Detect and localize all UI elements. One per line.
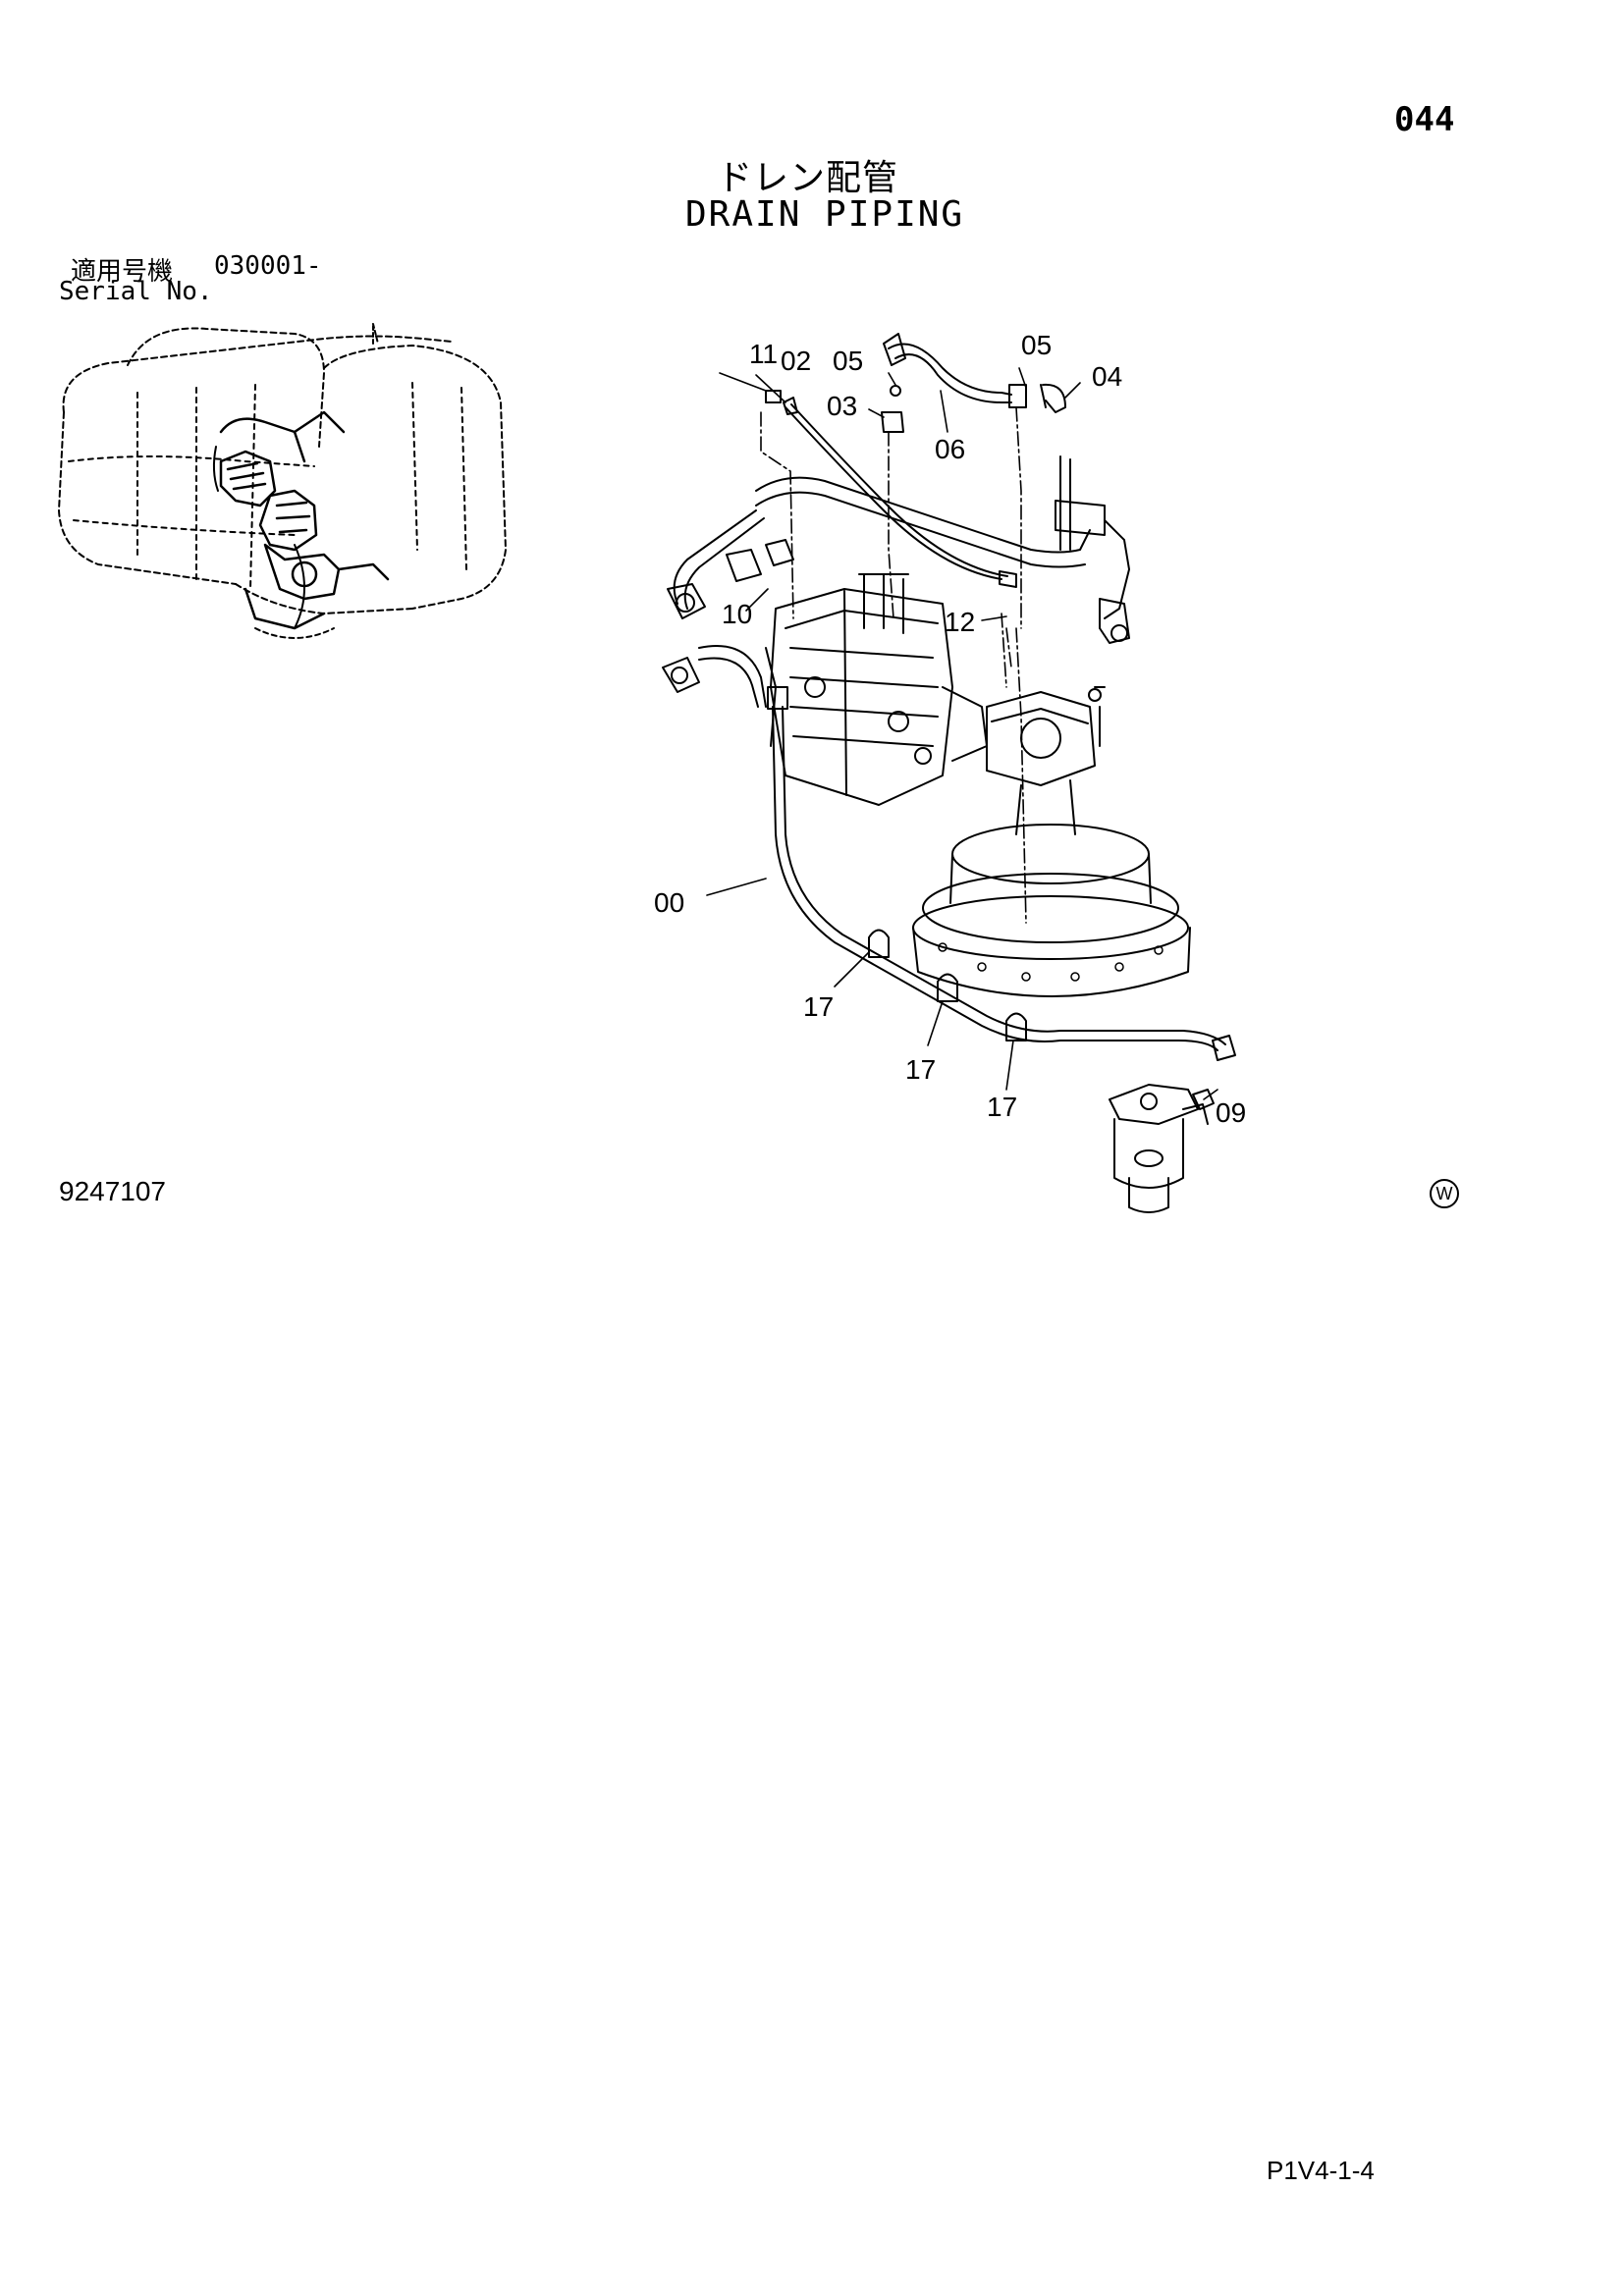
callout-05: 05 <box>1021 330 1053 360</box>
swing-motor-illustration <box>912 686 1191 997</box>
callout-10: 10 <box>722 599 753 629</box>
page-number: 044 <box>1394 100 1455 139</box>
callout-06: 06 <box>935 434 966 464</box>
machine-overview-illustration <box>58 323 507 639</box>
page-title: DRAIN PIPING <box>685 194 965 235</box>
page-title-japanese: ドレン配管 <box>717 158 899 198</box>
drawing-number: 9247107 <box>59 1176 167 1206</box>
drain-piping-exploded-diagram <box>662 333 1236 1213</box>
callout-17: 17 <box>987 1092 1018 1122</box>
callout-04: 04 <box>1092 361 1123 392</box>
callout-00: 00 <box>654 887 685 918</box>
serial-number-range: 030001- <box>214 251 322 281</box>
serial-label-japanese: 適用号機 <box>71 257 174 287</box>
callout-17: 17 <box>803 991 835 1022</box>
watermark-icon: W <box>1430 1179 1459 1208</box>
serial-label: Serial No. <box>59 277 213 306</box>
center-joint-illustration <box>1109 1084 1209 1213</box>
callout-03: 03 <box>827 391 858 421</box>
callout-05: 05 <box>833 346 864 376</box>
control-valve-illustration <box>765 573 988 806</box>
callout-11: 11 <box>749 339 779 369</box>
callout-17: 17 <box>905 1054 937 1085</box>
callout-09: 09 <box>1216 1097 1247 1128</box>
page-code: P1V4-1-4 <box>1267 2156 1375 2185</box>
callout-02: 02 <box>781 346 812 376</box>
callout-12: 12 <box>945 607 976 637</box>
